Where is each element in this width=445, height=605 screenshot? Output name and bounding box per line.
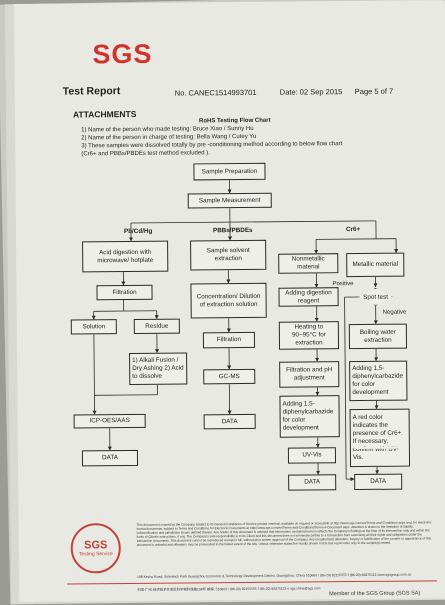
data-box: DATA [82,450,138,466]
footer-address-en: 198 Kezhu Road, Scientech Park Guangzhou… [137,573,411,579]
concentration-box: Concentration/ Dilution of extraction so… [190,283,266,319]
category-chromium-label: Cr6+ [346,226,360,233]
red-color-note-box: A red color indicates the presence of Cr… [350,409,411,468]
spot-test-label: Spot test [363,293,388,300]
ph-adjustment-box: Filtration and pH adjustment [279,361,339,388]
boiling-water-box: Boiling water extraction [349,324,407,350]
positive-label: Positive [332,281,353,287]
spacer [354,447,402,449]
residue-box: Residue [134,319,180,334]
diphenylcarbazide-box: Adding 1,5-diphenylcarbazide for color d… [279,395,339,438]
acid-digestion-box: Acid digestion with microwave/ hotplate [82,241,168,273]
data-box-3: DATA [288,474,336,490]
footer-address-cn: 中国·广州·经济技术开发区科学城科珠路198号 邮编: 510663 t (86… [137,585,320,592]
footer-divider [67,580,437,584]
alkali-fusion-box: 1) Alkali Fusion / Dry Ashing 2) Acid to… [129,353,187,386]
digestion-reagent-box: Adding digestion reagent [278,287,338,307]
category-pbb-label: PBBs/PBDEs [213,227,253,234]
negative-label: Negative [383,310,407,316]
nonmetallic-box: Nonmetallic material [278,253,338,274]
stamp-logo: SGS [84,539,107,551]
data-box-2: DATA [204,414,256,429]
spot-test-diamond: Spot test [358,288,392,306]
filtration-box-2: Filtration [203,332,255,348]
filtration-box: Filtration [96,285,152,300]
sgs-stamp: SGS Testing Service [71,523,121,573]
data-box-4: DATA [354,474,402,490]
stamp-subtitle: Testing Service [79,551,113,557]
sample-preparation-box: Sample Preparation [193,163,265,181]
report-page: SGS Test Report No. CANEC1514993701 Date… [14,0,445,602]
disclaimer-text: This document is issued by the Company s… [137,520,433,547]
gcms-box: GC-MS [203,369,255,384]
sample-measurement-box: Sample Measurement [188,193,272,209]
diphenylcarbazide-box-2: Adding 1,5-diphenylcarbazide for color d… [349,361,407,402]
solution-box: Solution [71,319,117,334]
metallic-box: Metallic material [346,253,404,278]
solvent-extraction-box: Sample solvent extraction [190,240,266,271]
heating-box: Heating to 90~95°C for extraction [279,321,339,350]
icp-oes-box: ICP-OES/AAS [74,414,146,429]
category-metals-label: Pb/Cd/Hg [124,228,152,235]
member-note: Member of the SGS Group (SGS SA) [329,590,420,597]
uv-vis-box: UV-Vis [288,447,336,463]
